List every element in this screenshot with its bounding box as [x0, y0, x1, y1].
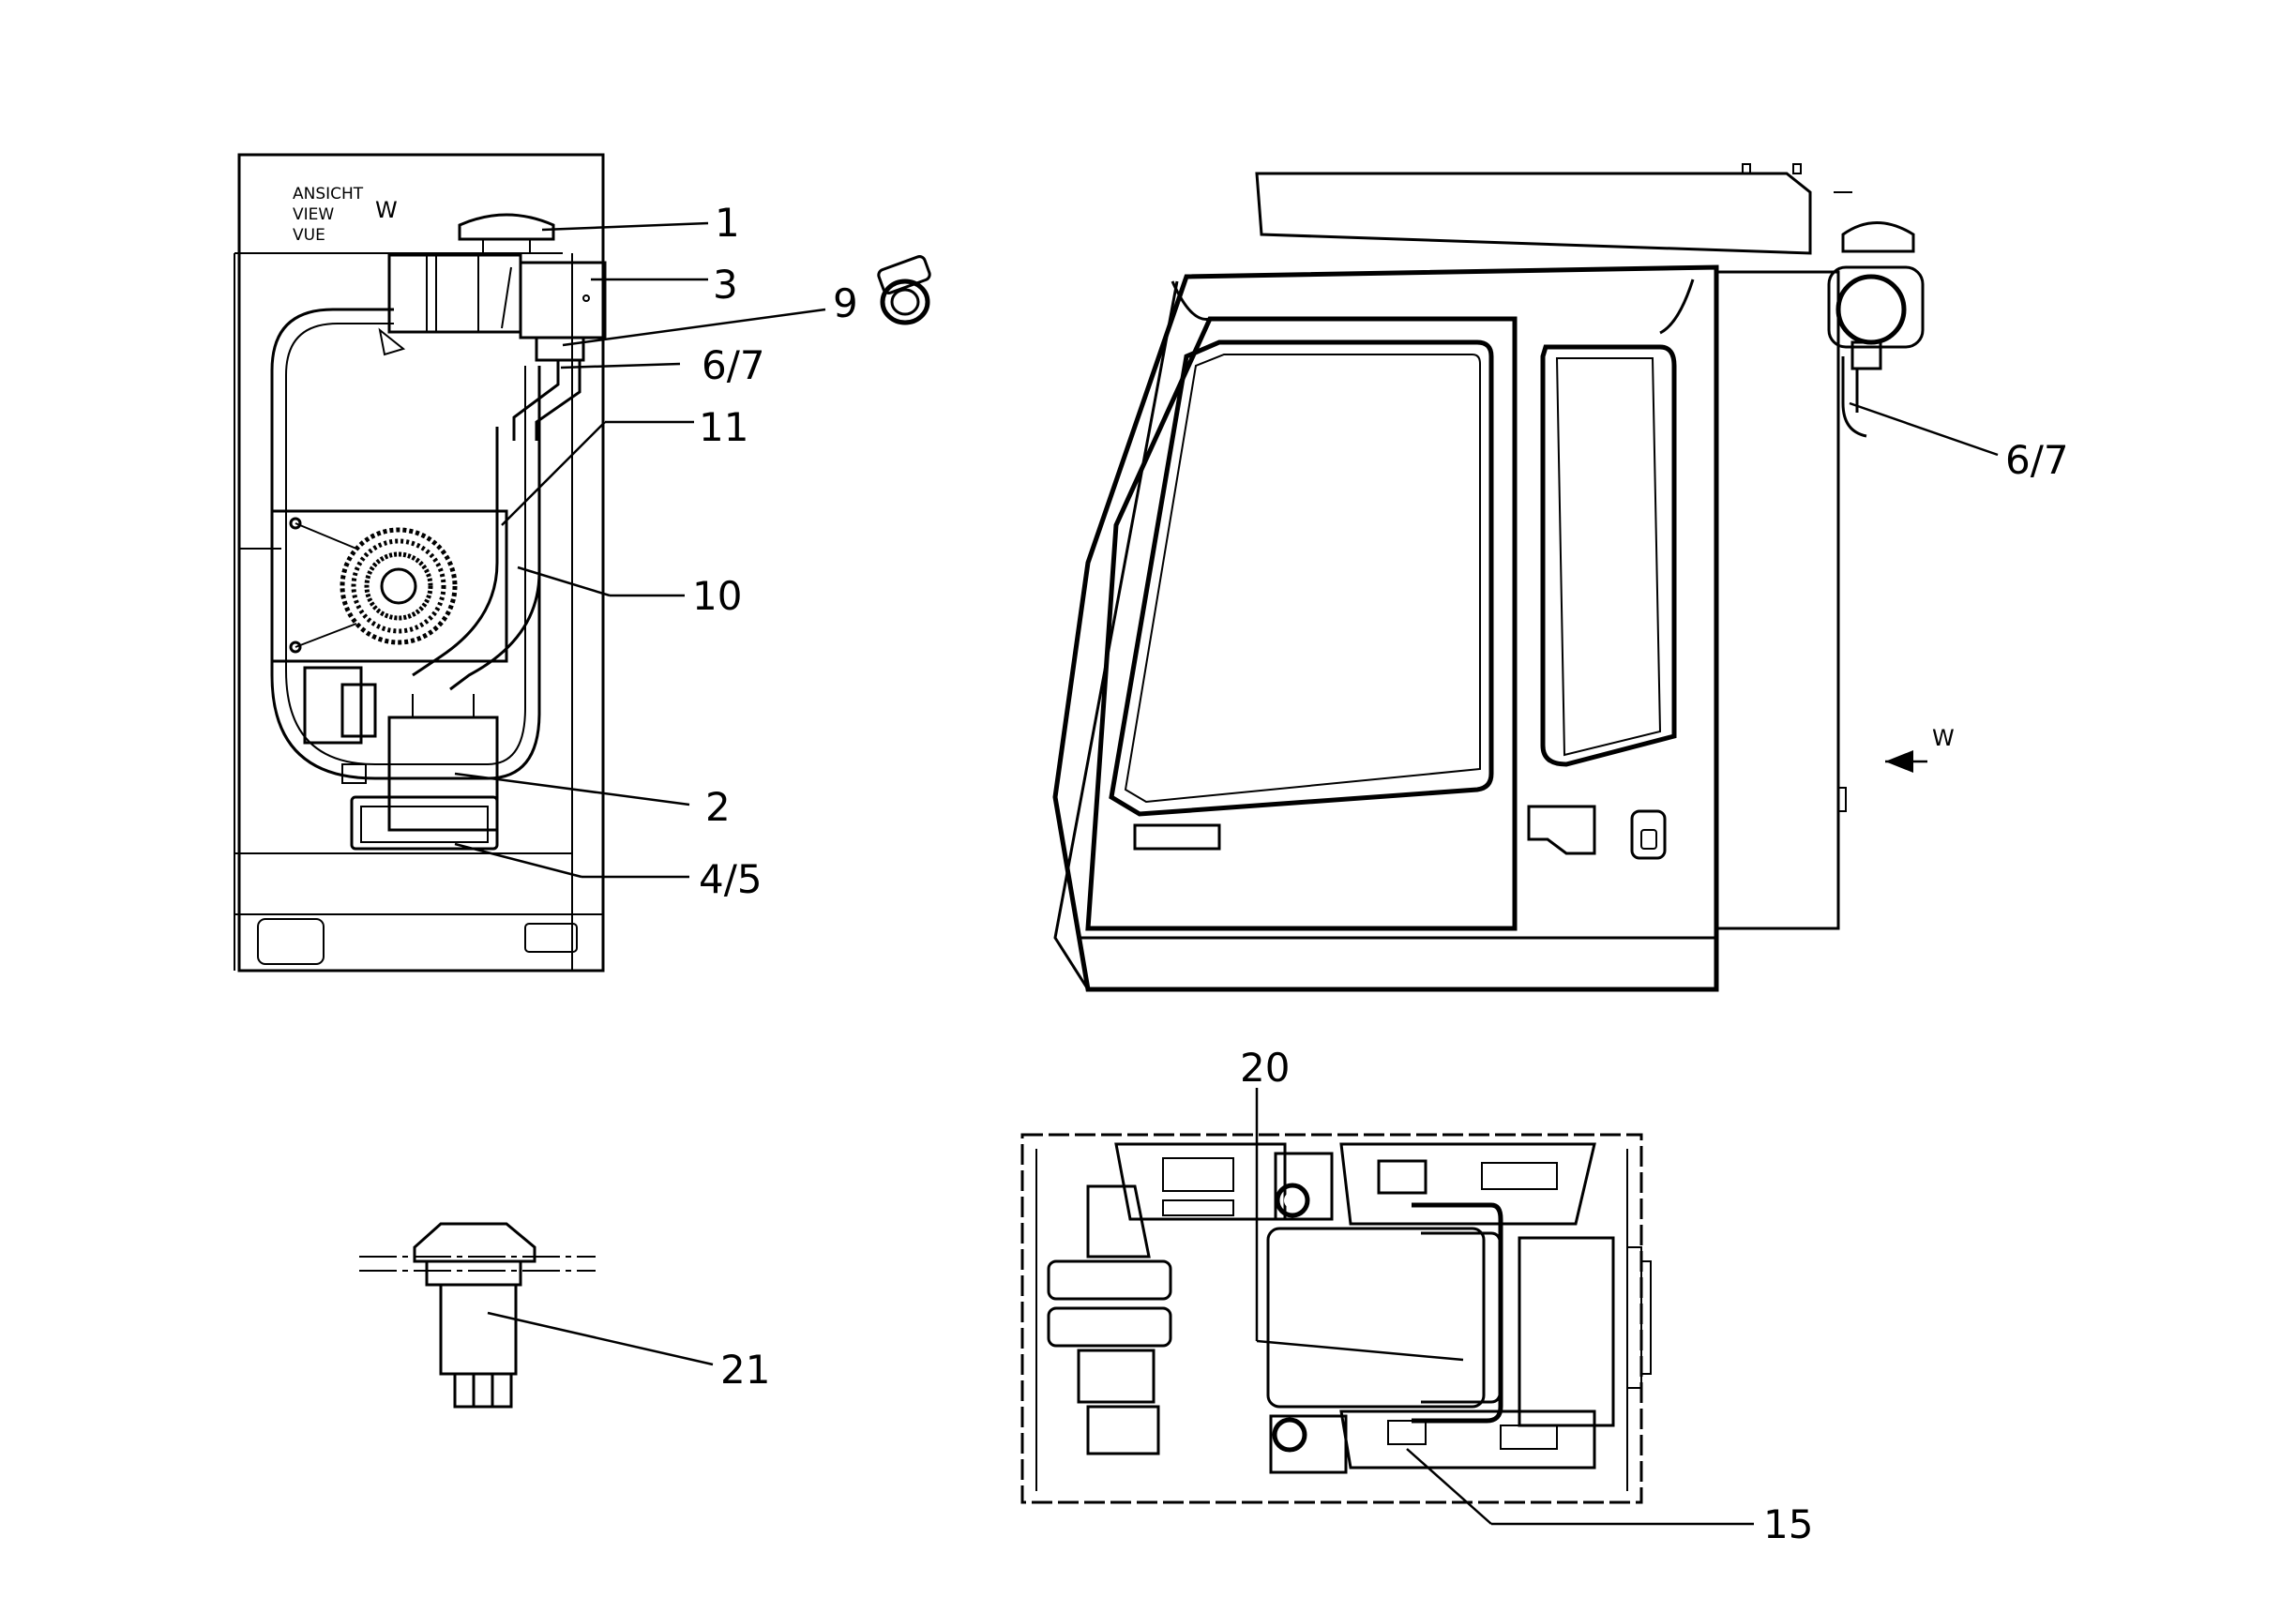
view-arrow-letter: W — [1932, 725, 1955, 751]
base-plate — [350, 795, 499, 851]
air-intake-cap-side — [1841, 221, 1915, 253]
callout-15: 15 — [1763, 1501, 1813, 1547]
callout-21: 21 — [720, 1347, 770, 1393]
door-window — [1109, 339, 1494, 817]
cab-side-view — [1052, 163, 1925, 992]
vertical-air-duct — [412, 427, 499, 677]
view-label-letter: W — [375, 197, 398, 223]
top-duct — [387, 253, 522, 334]
connection-hose — [512, 360, 560, 441]
left-leader-lines — [454, 221, 826, 879]
cab-body-outline — [1052, 264, 1719, 992]
air-duct-loop — [270, 308, 541, 780]
lower-compartment — [303, 666, 363, 745]
right-console — [1339, 1142, 1596, 1226]
part-21-detail — [359, 1222, 596, 1409]
door-handle — [1630, 809, 1667, 860]
leader-15 — [1406, 1448, 1492, 1525]
callout-10: 10 — [692, 573, 742, 619]
front-console — [1114, 1142, 1287, 1221]
cab-plan-view — [1020, 1133, 1652, 1504]
hose-clamp — [877, 255, 931, 325]
callout-11: 11 — [699, 404, 748, 450]
part-21-body — [439, 1283, 518, 1376]
view-direction-arrow: W — [1885, 725, 1955, 773]
rear-side-window — [1540, 344, 1677, 767]
view-label-vue: VUE — [293, 226, 325, 245]
heater-fan — [340, 527, 458, 645]
operator-seat — [1266, 1227, 1486, 1409]
callout-6-7-left: 6/7 — [702, 342, 765, 388]
callout-9: 9 — [833, 280, 858, 326]
air-filter-housing — [387, 716, 499, 832]
view-label-view: VIEW — [293, 205, 334, 224]
seat-cable — [1412, 1202, 1503, 1424]
heater-box — [270, 509, 508, 663]
lower-console-panel — [1339, 1409, 1596, 1470]
door-lock — [1527, 805, 1596, 855]
mushroom-head — [413, 1222, 536, 1263]
cab-door — [1085, 316, 1518, 931]
callout-3: 3 — [713, 262, 738, 308]
rear-view-w: ANSICHT VIEW VUE W — [234, 153, 931, 972]
intake-filter-housing — [1827, 265, 1925, 349]
rear-block — [1714, 270, 1840, 930]
joystick-right — [1269, 1414, 1348, 1474]
callout-20: 20 — [1240, 1045, 1290, 1091]
air-intake-cap — [458, 213, 555, 241]
view-label-ansicht: ANSICHT — [293, 185, 364, 204]
callout-2: 2 — [705, 784, 731, 830]
leader-6-7-right — [1849, 401, 1999, 457]
roof-beam — [1255, 172, 1812, 255]
leader-21 — [487, 1311, 714, 1366]
rear-cab-frame — [237, 153, 605, 972]
callout-4-5: 4/5 — [699, 856, 763, 902]
callout-6-7-right: 6/7 — [2005, 437, 2069, 483]
filter-box — [519, 261, 607, 339]
callout-1: 1 — [715, 200, 740, 246]
joystick-left — [1274, 1152, 1334, 1221]
